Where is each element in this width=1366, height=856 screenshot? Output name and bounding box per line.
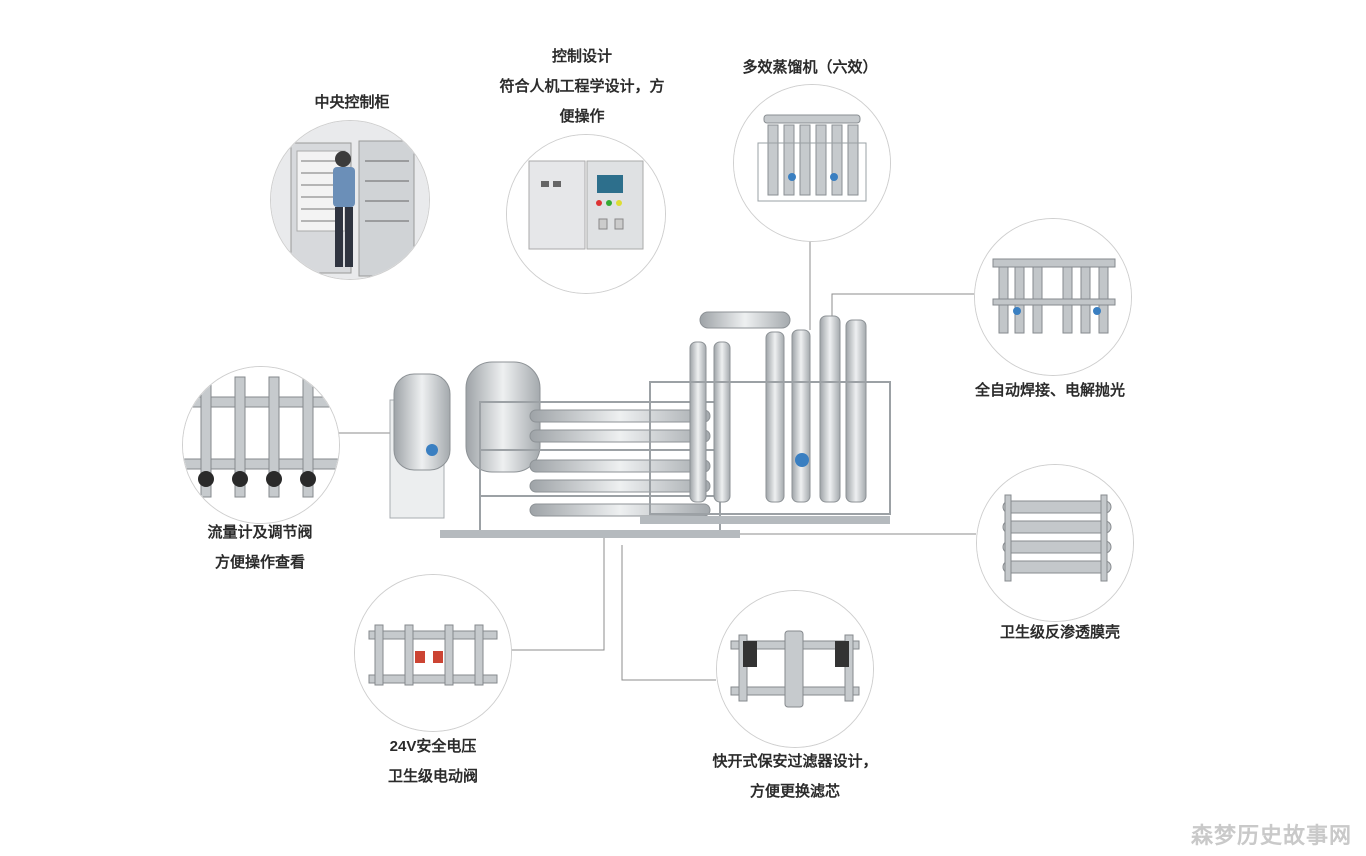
connector-filter: [621, 545, 716, 681]
filter-photo: [716, 590, 874, 748]
control-panel-photo: [506, 134, 666, 294]
label-membrane: 卫生级反渗透膜壳: [999, 624, 1120, 641]
valve-photo: [354, 574, 512, 732]
connector-valve: [510, 535, 605, 651]
label-weld: 全自动焊接、电解抛光: [974, 382, 1125, 399]
label-valve: 24V安全电压 卫生级电动阀: [387, 738, 478, 785]
water-system-illustration: [389, 311, 891, 538]
cabinet-photo: [270, 120, 430, 280]
label-distill: 多效蒸馏机（六效）: [742, 59, 878, 76]
label-control: 控制设计 符合人机工程学设计，方 便操作: [499, 48, 665, 125]
distiller-photo: [733, 84, 891, 242]
label-cabinet: 中央控制柜: [314, 94, 390, 111]
welding-photo: [974, 218, 1132, 376]
label-flow: 流量计及调节阀 方便操作查看: [207, 524, 313, 571]
watermark: 森梦历史故事网: [1190, 823, 1352, 848]
flowmeter-photo: [182, 366, 340, 524]
label-filter: 快开式保安过滤器设计， 方便更换滤芯: [712, 753, 878, 800]
membrane-photo: [976, 464, 1134, 622]
